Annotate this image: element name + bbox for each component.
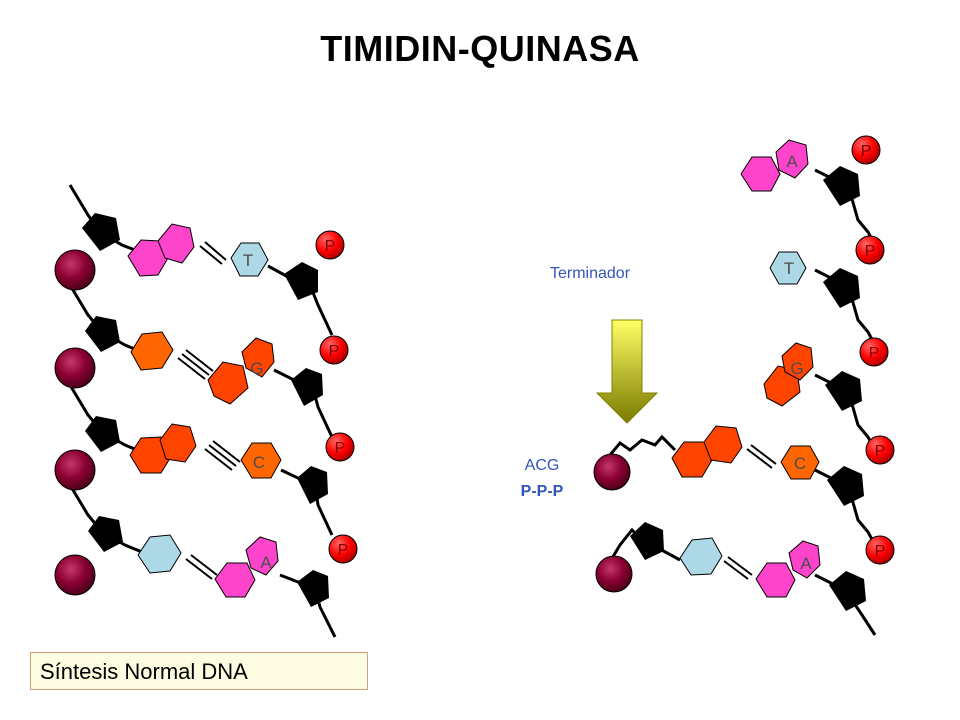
base-G-ring bbox=[241, 337, 275, 378]
template-base-label: A bbox=[800, 554, 812, 573]
phosphate-label: P bbox=[865, 243, 876, 260]
left-template-sugars bbox=[82, 213, 123, 552]
sugar-pentagon bbox=[291, 368, 323, 406]
right-new-bases bbox=[671, 425, 743, 576]
base-A-ring bbox=[788, 540, 821, 579]
purine-base bbox=[159, 423, 197, 463]
phosphate-label: P bbox=[325, 238, 336, 255]
left-template-bases bbox=[127, 223, 197, 574]
sugar-pentagon bbox=[88, 516, 123, 552]
sugar-pentagon bbox=[823, 268, 860, 308]
ribose-ball bbox=[54, 449, 96, 491]
phosphate-label: P bbox=[338, 542, 349, 559]
base-G-ring bbox=[781, 342, 814, 381]
purine-base bbox=[157, 223, 195, 264]
phosphate-circle bbox=[859, 337, 889, 367]
phosphate-label: P bbox=[869, 345, 880, 362]
ribose-ball bbox=[54, 347, 96, 389]
sugar-pentagon bbox=[284, 262, 318, 300]
phosphate-circle bbox=[851, 135, 881, 165]
sugar-pentagon bbox=[823, 166, 860, 206]
left-phosphate-labels: P P P P bbox=[325, 238, 349, 559]
right-template-sugars bbox=[823, 166, 866, 611]
sugar-pentagon bbox=[297, 466, 328, 504]
phosphate-circle bbox=[315, 230, 345, 260]
right-hydrogen-bonds bbox=[723, 444, 777, 580]
right-template-bases bbox=[740, 139, 821, 598]
complement-base-label: A bbox=[260, 553, 272, 572]
left-ribose-balls bbox=[54, 249, 96, 596]
phosphate-circle bbox=[319, 335, 349, 365]
nucleotide-bases-label: ACG bbox=[525, 457, 560, 474]
base-A-ring bbox=[775, 139, 809, 179]
ribose-ball bbox=[595, 555, 633, 593]
phosphate-label: P bbox=[335, 440, 346, 457]
phosphate-circle bbox=[855, 235, 885, 265]
sugar-pentagon bbox=[630, 522, 664, 560]
base-A bbox=[755, 562, 796, 598]
base-A bbox=[740, 156, 781, 192]
sugar-pentagon bbox=[82, 213, 120, 251]
base-C bbox=[240, 442, 282, 479]
sugar-pentagon bbox=[825, 371, 862, 411]
phosphate-circle bbox=[865, 435, 895, 465]
left-phosphates bbox=[315, 230, 358, 564]
right-phosphate-labels: P P P P P bbox=[861, 143, 886, 560]
phosphate-label: P bbox=[875, 543, 886, 560]
left-complement-labels: T G C A bbox=[243, 251, 273, 572]
caption-box: Síntesis Normal DNA bbox=[30, 652, 368, 690]
sugar-pentagon bbox=[829, 571, 866, 611]
base-A-ring bbox=[245, 536, 279, 576]
phosphate-label: P bbox=[875, 443, 886, 460]
phosphate-label: P bbox=[329, 343, 340, 360]
pyrimidine-base bbox=[137, 534, 182, 574]
pyrimidine-base bbox=[679, 537, 723, 576]
base-A bbox=[214, 562, 256, 598]
phosphate-circle bbox=[865, 535, 895, 565]
sugar-pentagon bbox=[85, 316, 120, 352]
pyrimidine-base bbox=[130, 331, 174, 371]
left-hydrogen-bonds bbox=[177, 241, 241, 580]
phosphate-label: P bbox=[861, 143, 872, 160]
complement-base-label: G bbox=[250, 359, 263, 378]
sugar-pentagon bbox=[297, 570, 329, 607]
phosphate-circle bbox=[325, 432, 355, 462]
base-G bbox=[207, 361, 249, 405]
ribose-ball bbox=[593, 453, 631, 491]
right-phosphates bbox=[851, 135, 895, 565]
base-C bbox=[780, 445, 820, 480]
purine-base bbox=[703, 425, 743, 464]
terminator-label: Terminador bbox=[550, 265, 631, 282]
phosphate-circle bbox=[328, 534, 358, 564]
left-complement-bases bbox=[207, 242, 282, 598]
sugar-pentagon bbox=[85, 416, 120, 452]
right-template-labels: A T G C A bbox=[784, 152, 813, 573]
template-base-label: T bbox=[784, 259, 794, 278]
base-T bbox=[230, 242, 269, 277]
right-ribose-balls bbox=[593, 453, 633, 593]
ribose-ball bbox=[54, 554, 96, 596]
template-base-label: G bbox=[790, 359, 803, 378]
base-T bbox=[769, 251, 807, 285]
template-base-label: C bbox=[794, 454, 806, 473]
left-new-sugars bbox=[284, 262, 329, 607]
complement-base-label: C bbox=[253, 453, 265, 472]
sugar-pentagon bbox=[827, 466, 864, 506]
template-base-label: A bbox=[786, 152, 798, 171]
right-new-sugars bbox=[630, 522, 664, 560]
base-G bbox=[763, 365, 801, 407]
page-title: TIMIDIN-QUINASA bbox=[320, 28, 640, 69]
complement-base-label: T bbox=[243, 251, 253, 270]
caption-text: Síntesis Normal DNA bbox=[40, 659, 248, 684]
ribose-ball bbox=[54, 249, 96, 291]
terminator-arrow bbox=[595, 319, 659, 424]
nucleotide-phosphates-label: P-P-P bbox=[521, 483, 564, 500]
